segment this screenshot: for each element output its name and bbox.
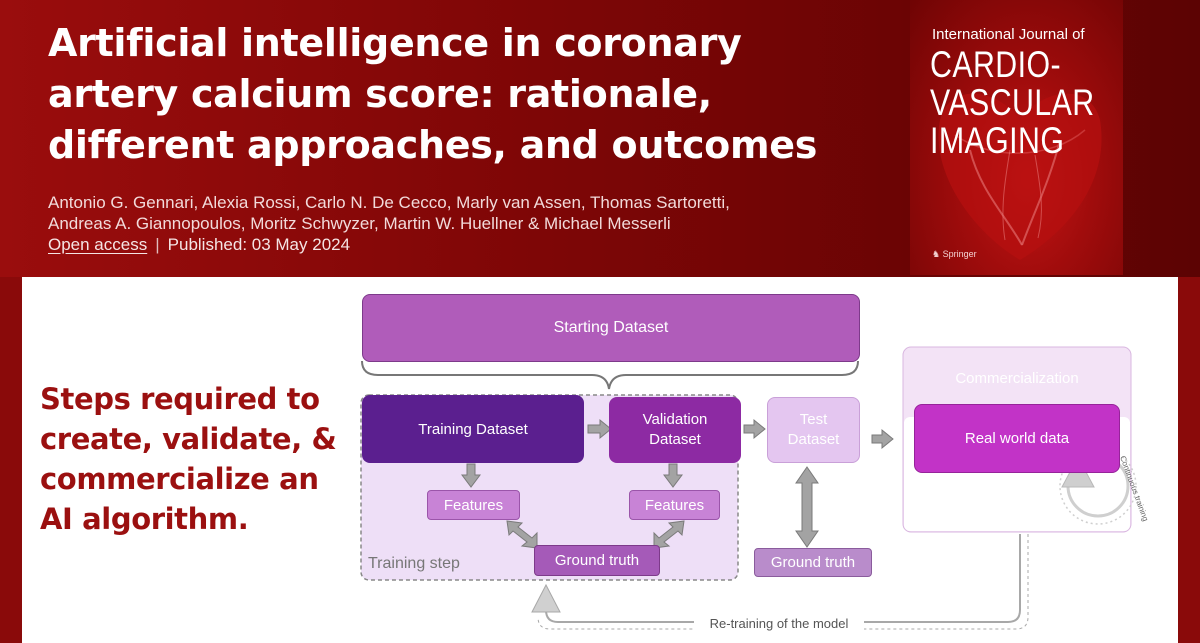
publisher-name: Springer: [942, 249, 977, 259]
starting-dataset-label: Starting Dataset: [553, 319, 669, 336]
real-world-data-box: Real world data: [914, 404, 1120, 473]
journal-name-line-3: IMAGING: [930, 120, 1065, 161]
ground-truth-training-box: Ground truth: [534, 545, 660, 576]
article-meta: Open access | Published: 03 May 2024: [48, 235, 350, 255]
publisher-logo: ♞ Springer: [932, 249, 977, 260]
authors-line-2[interactable]: Andreas A. Giannopoulos, Moritz Schwyzer…: [48, 214, 671, 233]
test-dataset-label-2: Dataset: [787, 431, 840, 448]
arrow-validation-to-test: [743, 418, 766, 440]
side-caption: Steps required to create, validate, & co…: [40, 382, 337, 536]
figure-panel: Steps required to create, validate, & co…: [22, 277, 1178, 643]
arrow-validation-to-features: [663, 463, 683, 488]
article-title: Artificial intelligence in coronary arte…: [48, 21, 818, 167]
published-date: Published: 03 May 2024: [167, 235, 351, 254]
open-access-link[interactable]: Open access: [48, 235, 148, 254]
journal-name-line-1: CARDIO-: [930, 44, 1061, 85]
starting-dataset-box: Starting Dataset: [362, 294, 860, 362]
real-world-data-label: Real world data: [964, 430, 1070, 447]
journal-name: CARDIO- VASCULAR IMAGING: [930, 46, 1095, 160]
features-right-label: Features: [644, 496, 705, 514]
retraining-label: Re-training of the model: [710, 616, 849, 631]
commercialization-label: Commercialization: [955, 369, 1079, 387]
validation-dataset-box: Validation Dataset: [609, 397, 741, 463]
ground-truth-test-box: Ground truth: [754, 548, 872, 577]
validation-dataset-label-1: Validation: [642, 411, 708, 428]
journal-name-line-2: VASCULAR: [930, 82, 1095, 123]
training-dataset-label: Training Dataset: [418, 420, 528, 438]
features-left-label: Features: [443, 496, 504, 514]
authors-line-1[interactable]: Antonio G. Gennari, Alexia Rossi, Carlo …: [48, 193, 730, 212]
journal-prefix: International Journal of: [932, 26, 1085, 43]
features-right-box: Features: [629, 490, 720, 520]
dataset-brace: [361, 360, 859, 390]
arrow-training-to-features: [461, 463, 481, 488]
meta-separator: |: [155, 235, 160, 254]
springer-horse-icon: ♞: [932, 249, 943, 259]
arrow-test-to-commercialization: [871, 428, 894, 450]
arrow-training-to-validation: [587, 418, 612, 440]
heart-illustration: [938, 93, 1102, 261]
test-dataset-label-1: Test: [799, 411, 828, 428]
retraining-arrow-triangle: [531, 583, 561, 613]
ground-truth-training-label: Ground truth: [554, 552, 640, 569]
journal-cover[interactable]: International Journal of CARDIO- VASCULA…: [910, 0, 1123, 275]
validation-dataset-label-2: Dataset: [649, 431, 701, 448]
article-header: Artificial intelligence in coronary arte…: [0, 0, 1200, 277]
arrow-test-groundtruth-bidirectional: [795, 466, 819, 548]
training-step-label: Training step: [368, 555, 460, 572]
training-dataset-box: Training Dataset: [362, 395, 584, 463]
test-dataset-box: Test Dataset: [767, 397, 860, 463]
ground-truth-test-label: Ground truth: [770, 554, 856, 571]
author-list: Antonio G. Gennari, Alexia Rossi, Carlo …: [48, 192, 828, 234]
features-left-box: Features: [427, 490, 520, 520]
